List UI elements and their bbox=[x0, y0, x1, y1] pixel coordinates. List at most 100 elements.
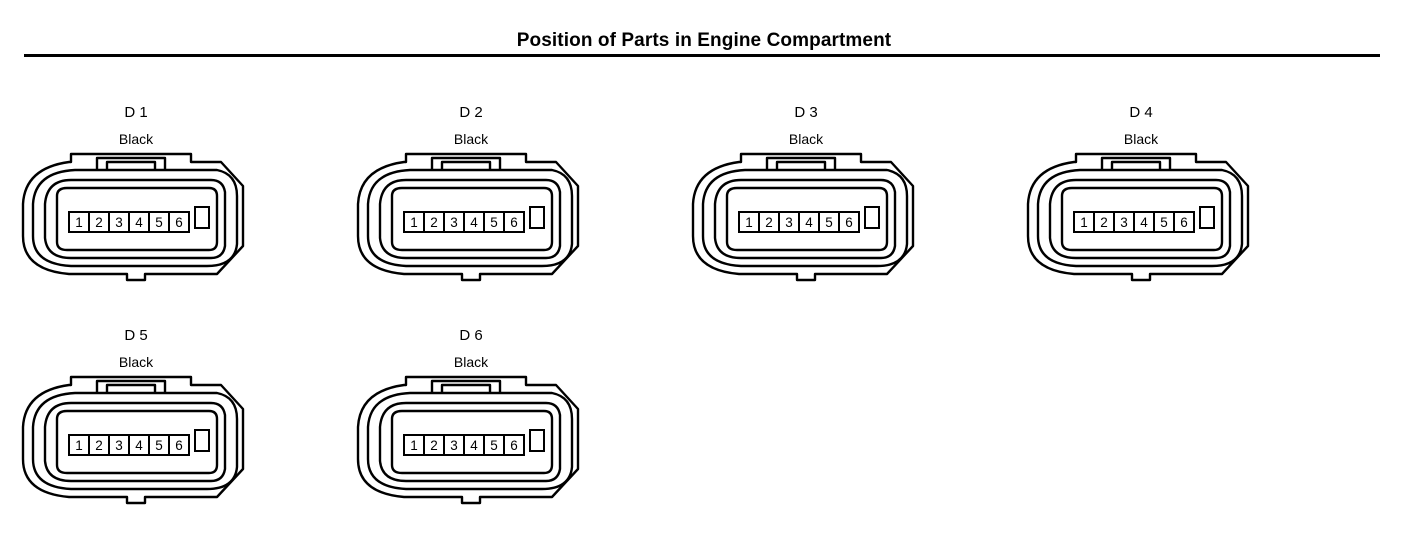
pin-label: 4 bbox=[470, 438, 478, 453]
connector-id: D 3 bbox=[794, 104, 818, 121]
keying-tab bbox=[529, 429, 545, 452]
pin-label: 2 bbox=[765, 215, 773, 230]
latch bbox=[95, 379, 167, 393]
pin-cavity bbox=[1060, 186, 1224, 252]
pin-label: 6 bbox=[510, 438, 518, 453]
pin-label: 5 bbox=[825, 215, 833, 230]
pin-cavity bbox=[55, 186, 219, 252]
housing-outer bbox=[356, 152, 580, 282]
pin-cavity bbox=[390, 409, 554, 475]
connector-id: D 1 bbox=[124, 104, 148, 121]
pin-label: 6 bbox=[175, 438, 183, 453]
pin-cavity bbox=[390, 186, 554, 252]
pin-label: 5 bbox=[1160, 215, 1168, 230]
housing-shroud bbox=[43, 401, 227, 483]
pin-label: 4 bbox=[1140, 215, 1148, 230]
pin-dividers bbox=[758, 212, 840, 232]
pin-dividers bbox=[88, 435, 170, 455]
keying-tab bbox=[194, 206, 210, 229]
latch-inner bbox=[105, 383, 157, 393]
latch-inner bbox=[1110, 160, 1162, 170]
housing-inner-outline bbox=[1036, 168, 1244, 268]
pin-label: 4 bbox=[135, 215, 143, 230]
pin-cavity bbox=[55, 409, 219, 475]
title-divider bbox=[24, 54, 1380, 57]
keying-tab bbox=[529, 206, 545, 229]
latch-inner bbox=[775, 160, 827, 170]
connector-id: D 5 bbox=[124, 327, 148, 344]
pin-label: 2 bbox=[430, 438, 438, 453]
pin-label: 5 bbox=[155, 215, 163, 230]
pin-label: 3 bbox=[450, 438, 458, 453]
pin-label: 1 bbox=[410, 215, 418, 230]
pin-label: 5 bbox=[155, 438, 163, 453]
housing-inner-outline bbox=[31, 168, 239, 268]
housing-inner-outline bbox=[701, 168, 909, 268]
page-title: Position of Parts in Engine Compartment bbox=[516, 30, 892, 51]
pin-label: 2 bbox=[95, 438, 103, 453]
pin-label: 5 bbox=[490, 438, 498, 453]
pin-label: 6 bbox=[510, 215, 518, 230]
connector-color: Black bbox=[453, 354, 489, 370]
housing-inner-outline bbox=[366, 391, 574, 491]
latch bbox=[430, 156, 502, 170]
latch-inner bbox=[440, 383, 492, 393]
housing-outer bbox=[691, 152, 915, 282]
connector-id: D 2 bbox=[459, 104, 483, 121]
pin-label: 1 bbox=[410, 438, 418, 453]
pin-label: 3 bbox=[450, 215, 458, 230]
pin-label: 1 bbox=[745, 215, 753, 230]
housing-inner-outline bbox=[366, 168, 574, 268]
connector-color: Black bbox=[118, 131, 154, 147]
latch-inner bbox=[440, 160, 492, 170]
pin-label: 4 bbox=[470, 215, 478, 230]
pin-label: 3 bbox=[115, 215, 123, 230]
pin-dividers bbox=[423, 435, 505, 455]
housing-shroud bbox=[713, 178, 897, 260]
housing-shroud bbox=[378, 178, 562, 260]
housing-shroud bbox=[43, 178, 227, 260]
housing-outer bbox=[21, 152, 245, 282]
pin-label: 1 bbox=[75, 438, 83, 453]
keying-tab bbox=[194, 429, 210, 452]
latch-inner bbox=[105, 160, 157, 170]
keying-tab bbox=[864, 206, 880, 229]
latch bbox=[1100, 156, 1172, 170]
pin-label: 5 bbox=[490, 215, 498, 230]
pin-label: 2 bbox=[95, 215, 103, 230]
pin-label: 6 bbox=[175, 215, 183, 230]
pin-label: 3 bbox=[1120, 215, 1128, 230]
pin-cavity bbox=[725, 186, 889, 252]
housing-outer bbox=[356, 375, 580, 505]
housing-shroud bbox=[378, 401, 562, 483]
connector-id: D 6 bbox=[459, 327, 483, 344]
latch bbox=[765, 156, 837, 170]
pin-label: 6 bbox=[845, 215, 853, 230]
housing-shroud bbox=[1048, 178, 1232, 260]
connector-color: Black bbox=[453, 131, 489, 147]
keying-tab bbox=[1199, 206, 1215, 229]
housing-inner-outline bbox=[31, 391, 239, 491]
latch bbox=[95, 156, 167, 170]
connector-color: Black bbox=[788, 131, 824, 147]
pin-label: 3 bbox=[115, 438, 123, 453]
pin-label: 2 bbox=[430, 215, 438, 230]
pin-dividers bbox=[1093, 212, 1175, 232]
